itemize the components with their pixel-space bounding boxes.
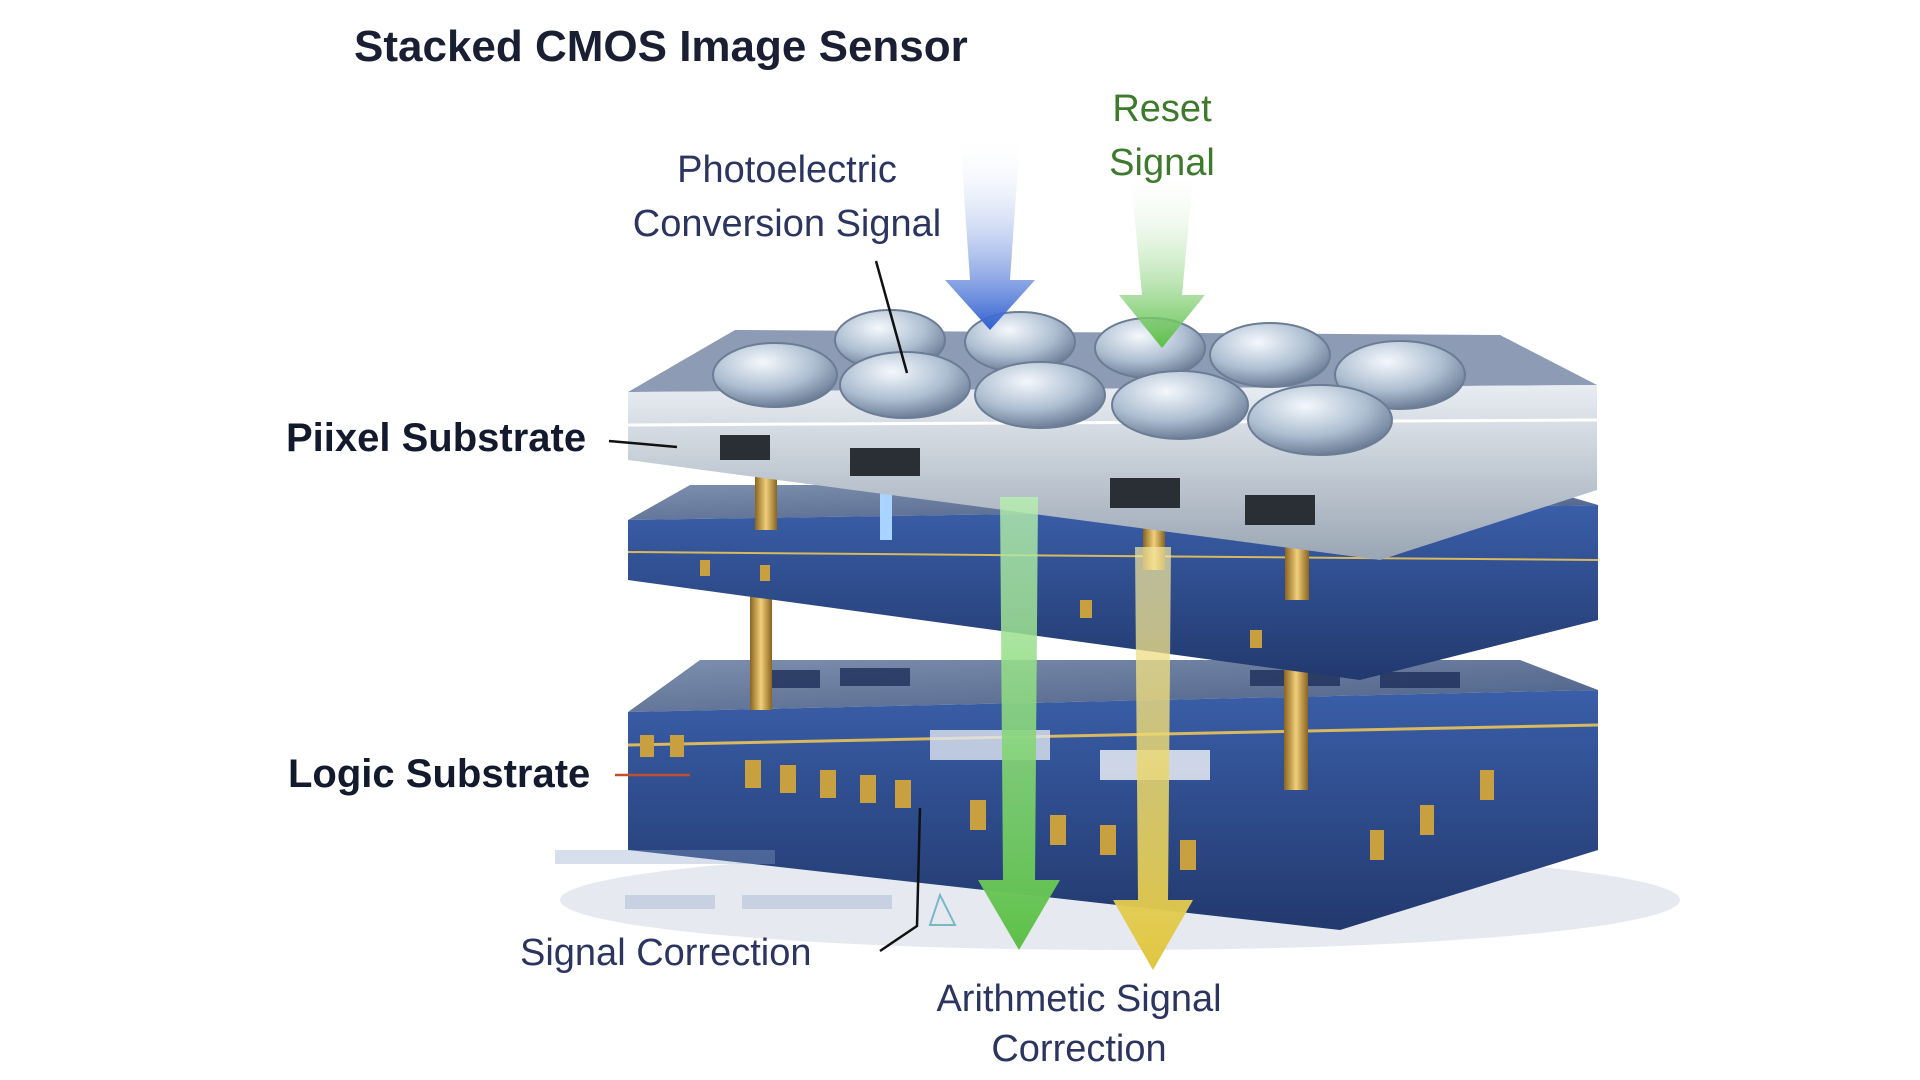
arithmetic-signal-correction-label: Arithmetic Signal Correction	[879, 974, 1279, 1074]
signal-correction-label: Signal Correction	[520, 932, 812, 974]
leader-lines	[608, 260, 922, 953]
reset-signal-label: Reset Signal	[1062, 82, 1262, 190]
light-beam	[880, 490, 892, 540]
logic-substrate-label: Logic Substrate	[288, 752, 591, 796]
green-signal-arrow	[978, 497, 1060, 950]
blurred-artifacts	[555, 850, 892, 909]
photoelectric-label: Photoelectric Conversion Signal	[600, 143, 974, 251]
reset-signal-arrow	[1119, 168, 1205, 348]
reset-label-line1: Reset	[1112, 88, 1212, 130]
arithmetic-label-line2: Correction	[991, 1028, 1167, 1070]
pixel-substrate-label: Piixel Substrate	[286, 416, 587, 460]
pillar	[755, 470, 777, 530]
reset-label-line2: Signal	[1109, 142, 1215, 184]
pillar	[750, 590, 772, 710]
triangle-icon	[928, 892, 957, 926]
arithmetic-label-line1: Arithmetic Signal	[936, 978, 1222, 1020]
photoelectric-label-line2: Conversion Signal	[632, 203, 942, 245]
photoelectric-label-line1: Photoelectric	[677, 149, 897, 191]
page-title: Stacked CMOS Image Sensor	[354, 22, 968, 71]
photoelectric-arrow	[945, 137, 1035, 330]
yellow-signal-arrow	[1113, 547, 1193, 970]
microlens-array	[712, 309, 1466, 456]
pixel-substrate-plate	[627, 309, 1598, 560]
logic-substrate-plate	[627, 660, 1599, 930]
